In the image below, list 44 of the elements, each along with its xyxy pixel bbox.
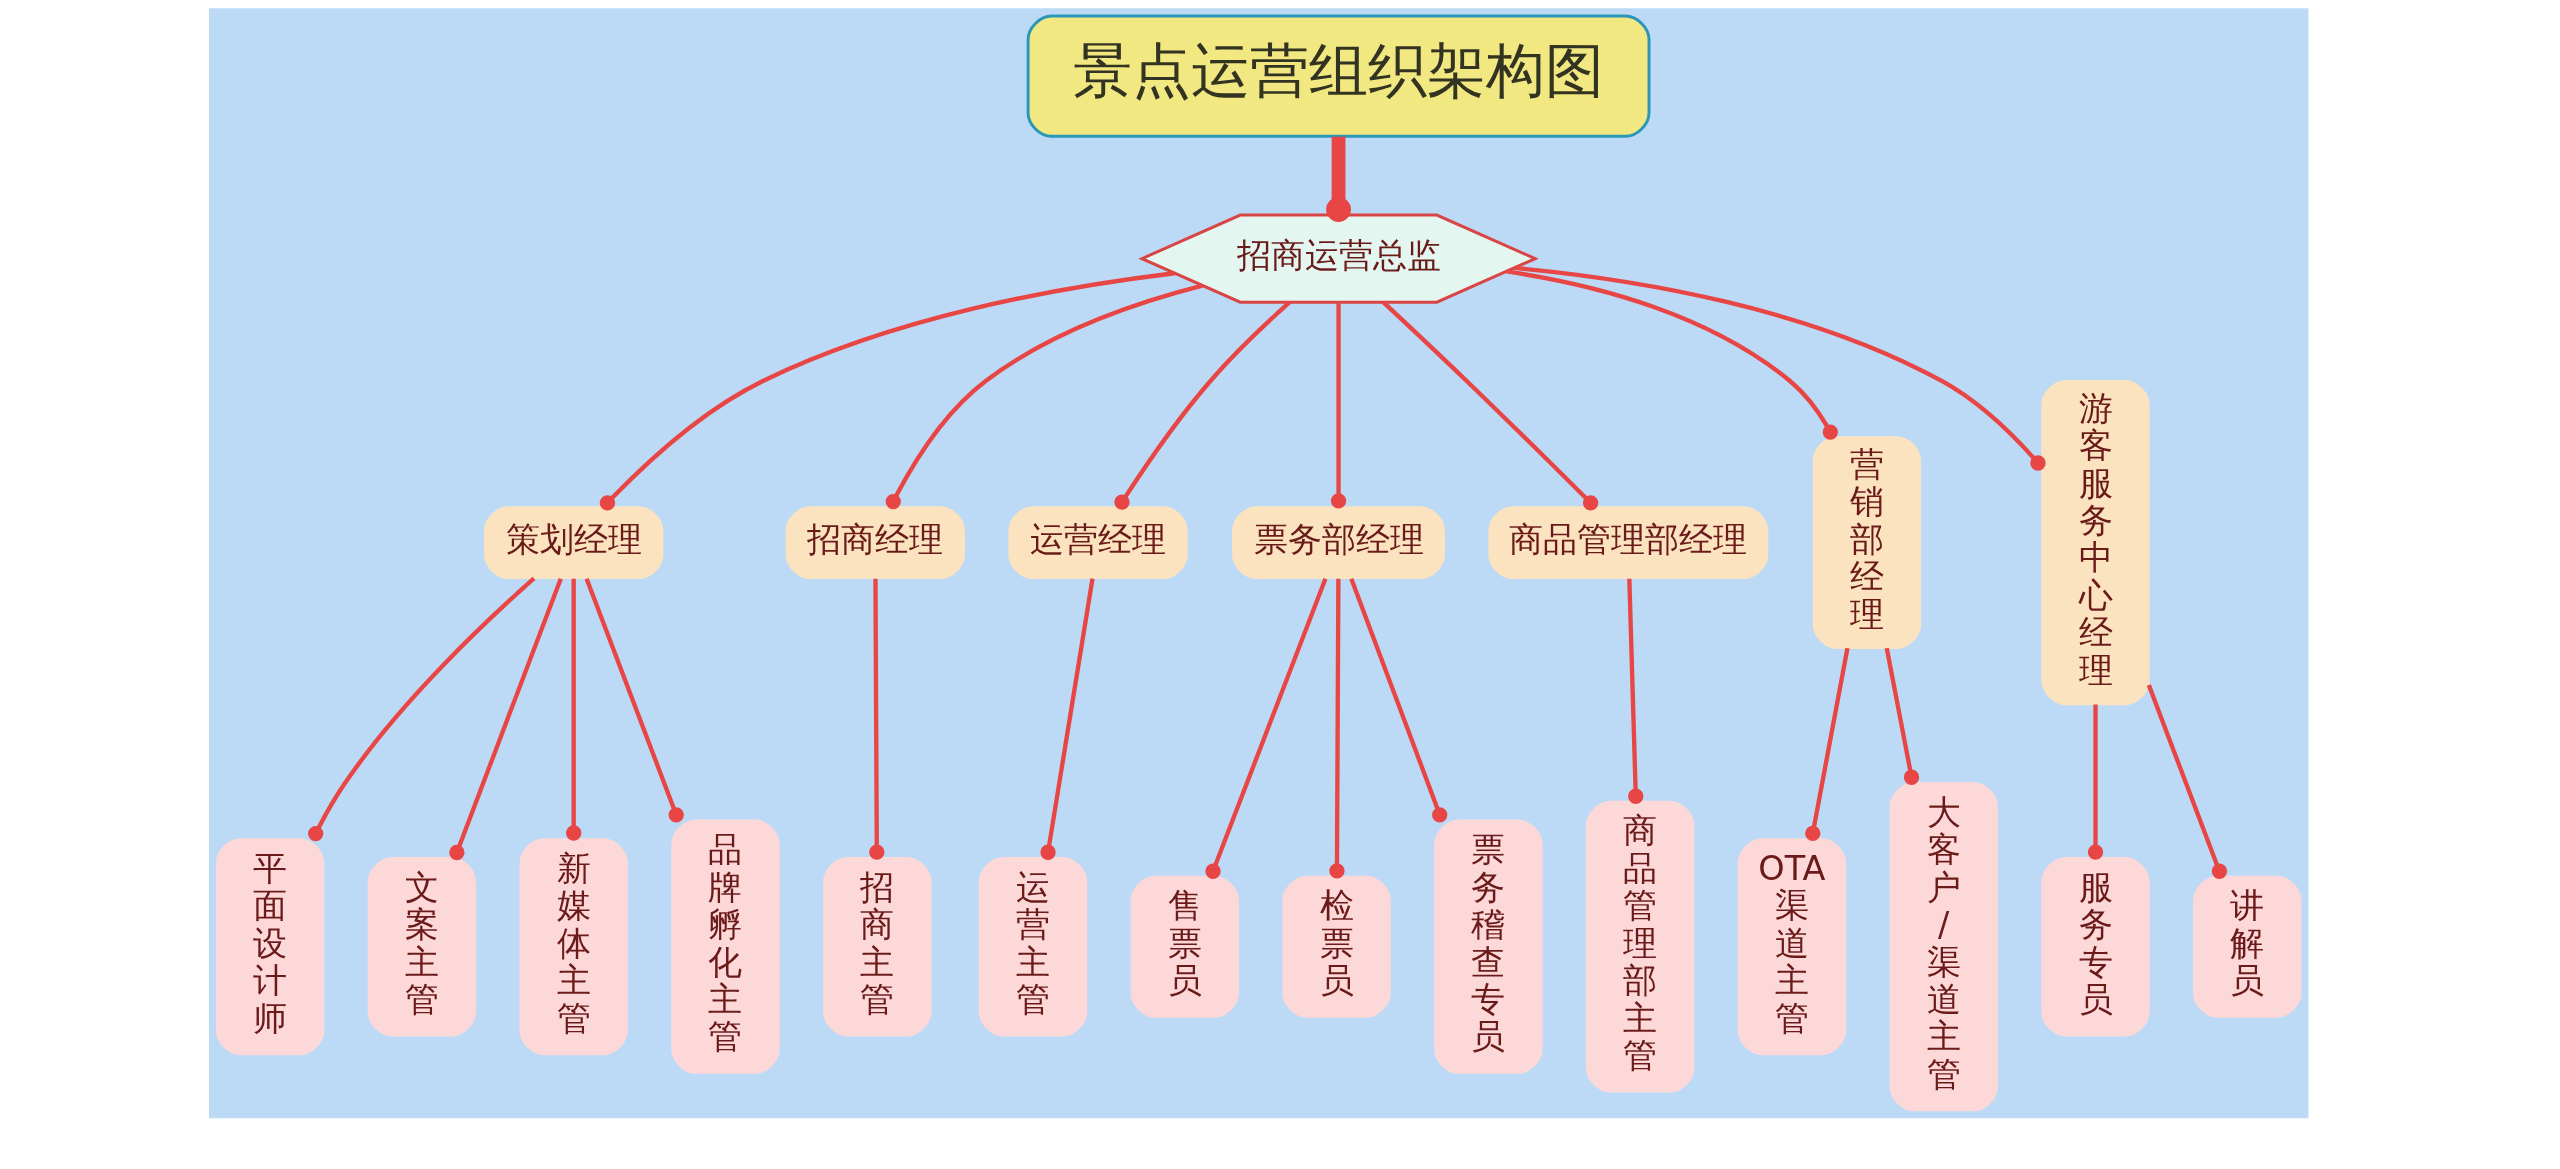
connector xyxy=(1040,578,1095,860)
node-box: 景点运营组织架构图 xyxy=(1026,14,1651,138)
connector xyxy=(1514,265,2046,471)
connector xyxy=(599,271,1175,511)
node-box: 招商经理 xyxy=(785,506,965,580)
connector xyxy=(1349,577,1448,823)
connector xyxy=(1506,269,1839,440)
connector xyxy=(885,283,1203,510)
node-box: 策划经理 xyxy=(484,506,664,580)
node-box: 票务稽查专员 xyxy=(1434,819,1543,1074)
connector xyxy=(2146,684,2228,879)
connector xyxy=(1114,300,1291,510)
node-box: 游客服务中心经理 xyxy=(2041,379,2150,706)
node-box: 商品管理部主管 xyxy=(1585,800,1695,1093)
connector xyxy=(566,578,582,841)
node-box: 大客户/渠道主管 xyxy=(1889,782,1998,1112)
node-box: 检票员 xyxy=(1282,875,1391,1018)
node-box: 文案主管 xyxy=(367,857,477,1037)
connector xyxy=(1627,578,1644,804)
connector xyxy=(449,577,563,861)
connector xyxy=(1330,302,1347,509)
node-box: 商品管理部经理 xyxy=(1488,506,1769,580)
connector xyxy=(1884,647,1920,785)
node-box: 服务专员 xyxy=(2041,857,2150,1037)
node-box: 运营经理 xyxy=(1008,506,1188,580)
node-box: 票务部经理 xyxy=(1232,506,1445,580)
node-box: 售票员 xyxy=(1130,875,1239,1018)
node-box: 运营主管 xyxy=(978,857,1088,1037)
connector xyxy=(1329,578,1345,879)
node-box: 新媒体主管 xyxy=(519,838,628,1056)
connector xyxy=(869,578,885,860)
node-box: 招商主管 xyxy=(823,857,932,1037)
connector xyxy=(308,576,536,842)
node-box: 讲解员 xyxy=(2193,875,2302,1018)
node-box: 平面设计师 xyxy=(215,838,325,1056)
node-box: OTA渠道主管 xyxy=(1737,838,1847,1056)
connector xyxy=(2087,704,2104,860)
connector xyxy=(1326,136,1351,222)
connector xyxy=(584,577,684,823)
node-box: 营销部经理 xyxy=(1812,436,1922,650)
node-box: 品牌孵化主管 xyxy=(671,819,780,1074)
connector xyxy=(1205,577,1328,879)
connector xyxy=(1805,647,1850,842)
connector xyxy=(1381,300,1599,511)
